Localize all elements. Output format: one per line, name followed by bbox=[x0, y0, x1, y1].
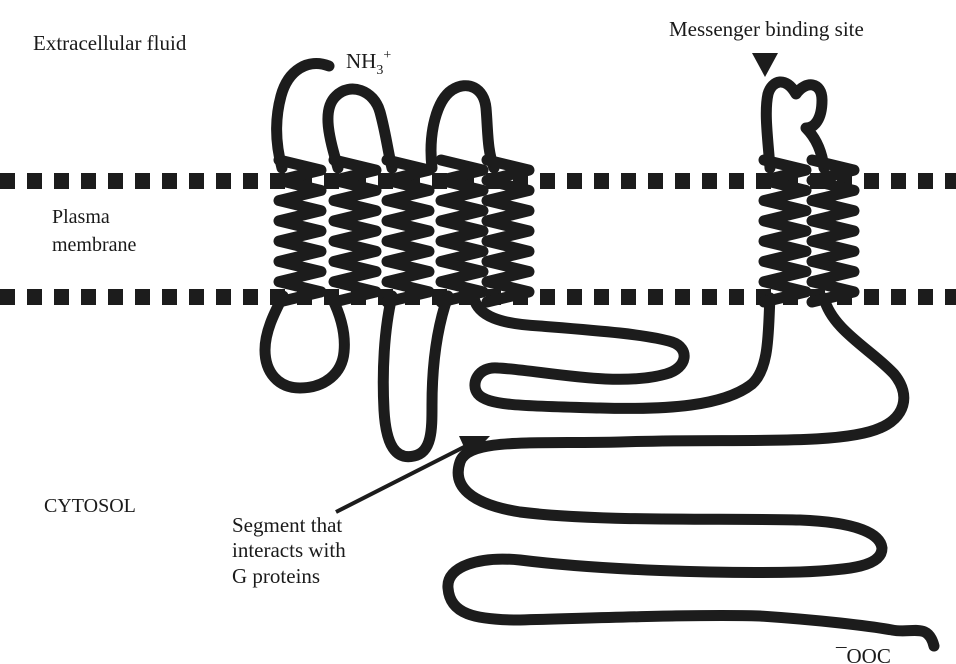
transmembrane-helix-4 bbox=[441, 160, 483, 302]
c-terminus-label: ¯OOC bbox=[835, 644, 891, 664]
intracellular-loop-1 bbox=[265, 296, 344, 388]
messenger-binding-triangle bbox=[752, 53, 778, 77]
intracellular-loop-2 bbox=[383, 296, 448, 457]
extracellular-fluid-label: Extracellular fluid bbox=[33, 31, 187, 55]
cytosol-label: CYTOSOL bbox=[44, 495, 136, 517]
n-terminus-label: NH3+ bbox=[346, 48, 391, 78]
transmembrane-helix-2 bbox=[334, 160, 376, 302]
n-terminus-superscript: + bbox=[383, 48, 391, 63]
n-terminus-tail bbox=[277, 64, 329, 168]
n-terminus-base: NH bbox=[346, 49, 376, 73]
segment-label-line3: G proteins bbox=[232, 564, 320, 588]
plasma-membrane-label-line2: membrane bbox=[52, 234, 137, 256]
plasma-membrane-label-line1: Plasma bbox=[52, 206, 110, 228]
g-protein-interacting-loop bbox=[474, 298, 770, 408]
segment-label-line2: interacts with bbox=[232, 538, 346, 562]
g-protein-pointer bbox=[336, 436, 490, 512]
transmembrane-helix-6 bbox=[764, 160, 806, 302]
c-terminus-tail bbox=[448, 298, 934, 646]
extracellular-loop-3 bbox=[766, 82, 824, 168]
messenger-binding-site-label: Messenger binding site bbox=[669, 17, 864, 41]
transmembrane-helix-1 bbox=[279, 160, 321, 302]
n-terminus-subscript: 3 bbox=[376, 63, 383, 78]
segment-label-line1: Segment that bbox=[232, 513, 342, 537]
transmembrane-helix-3 bbox=[387, 160, 429, 302]
